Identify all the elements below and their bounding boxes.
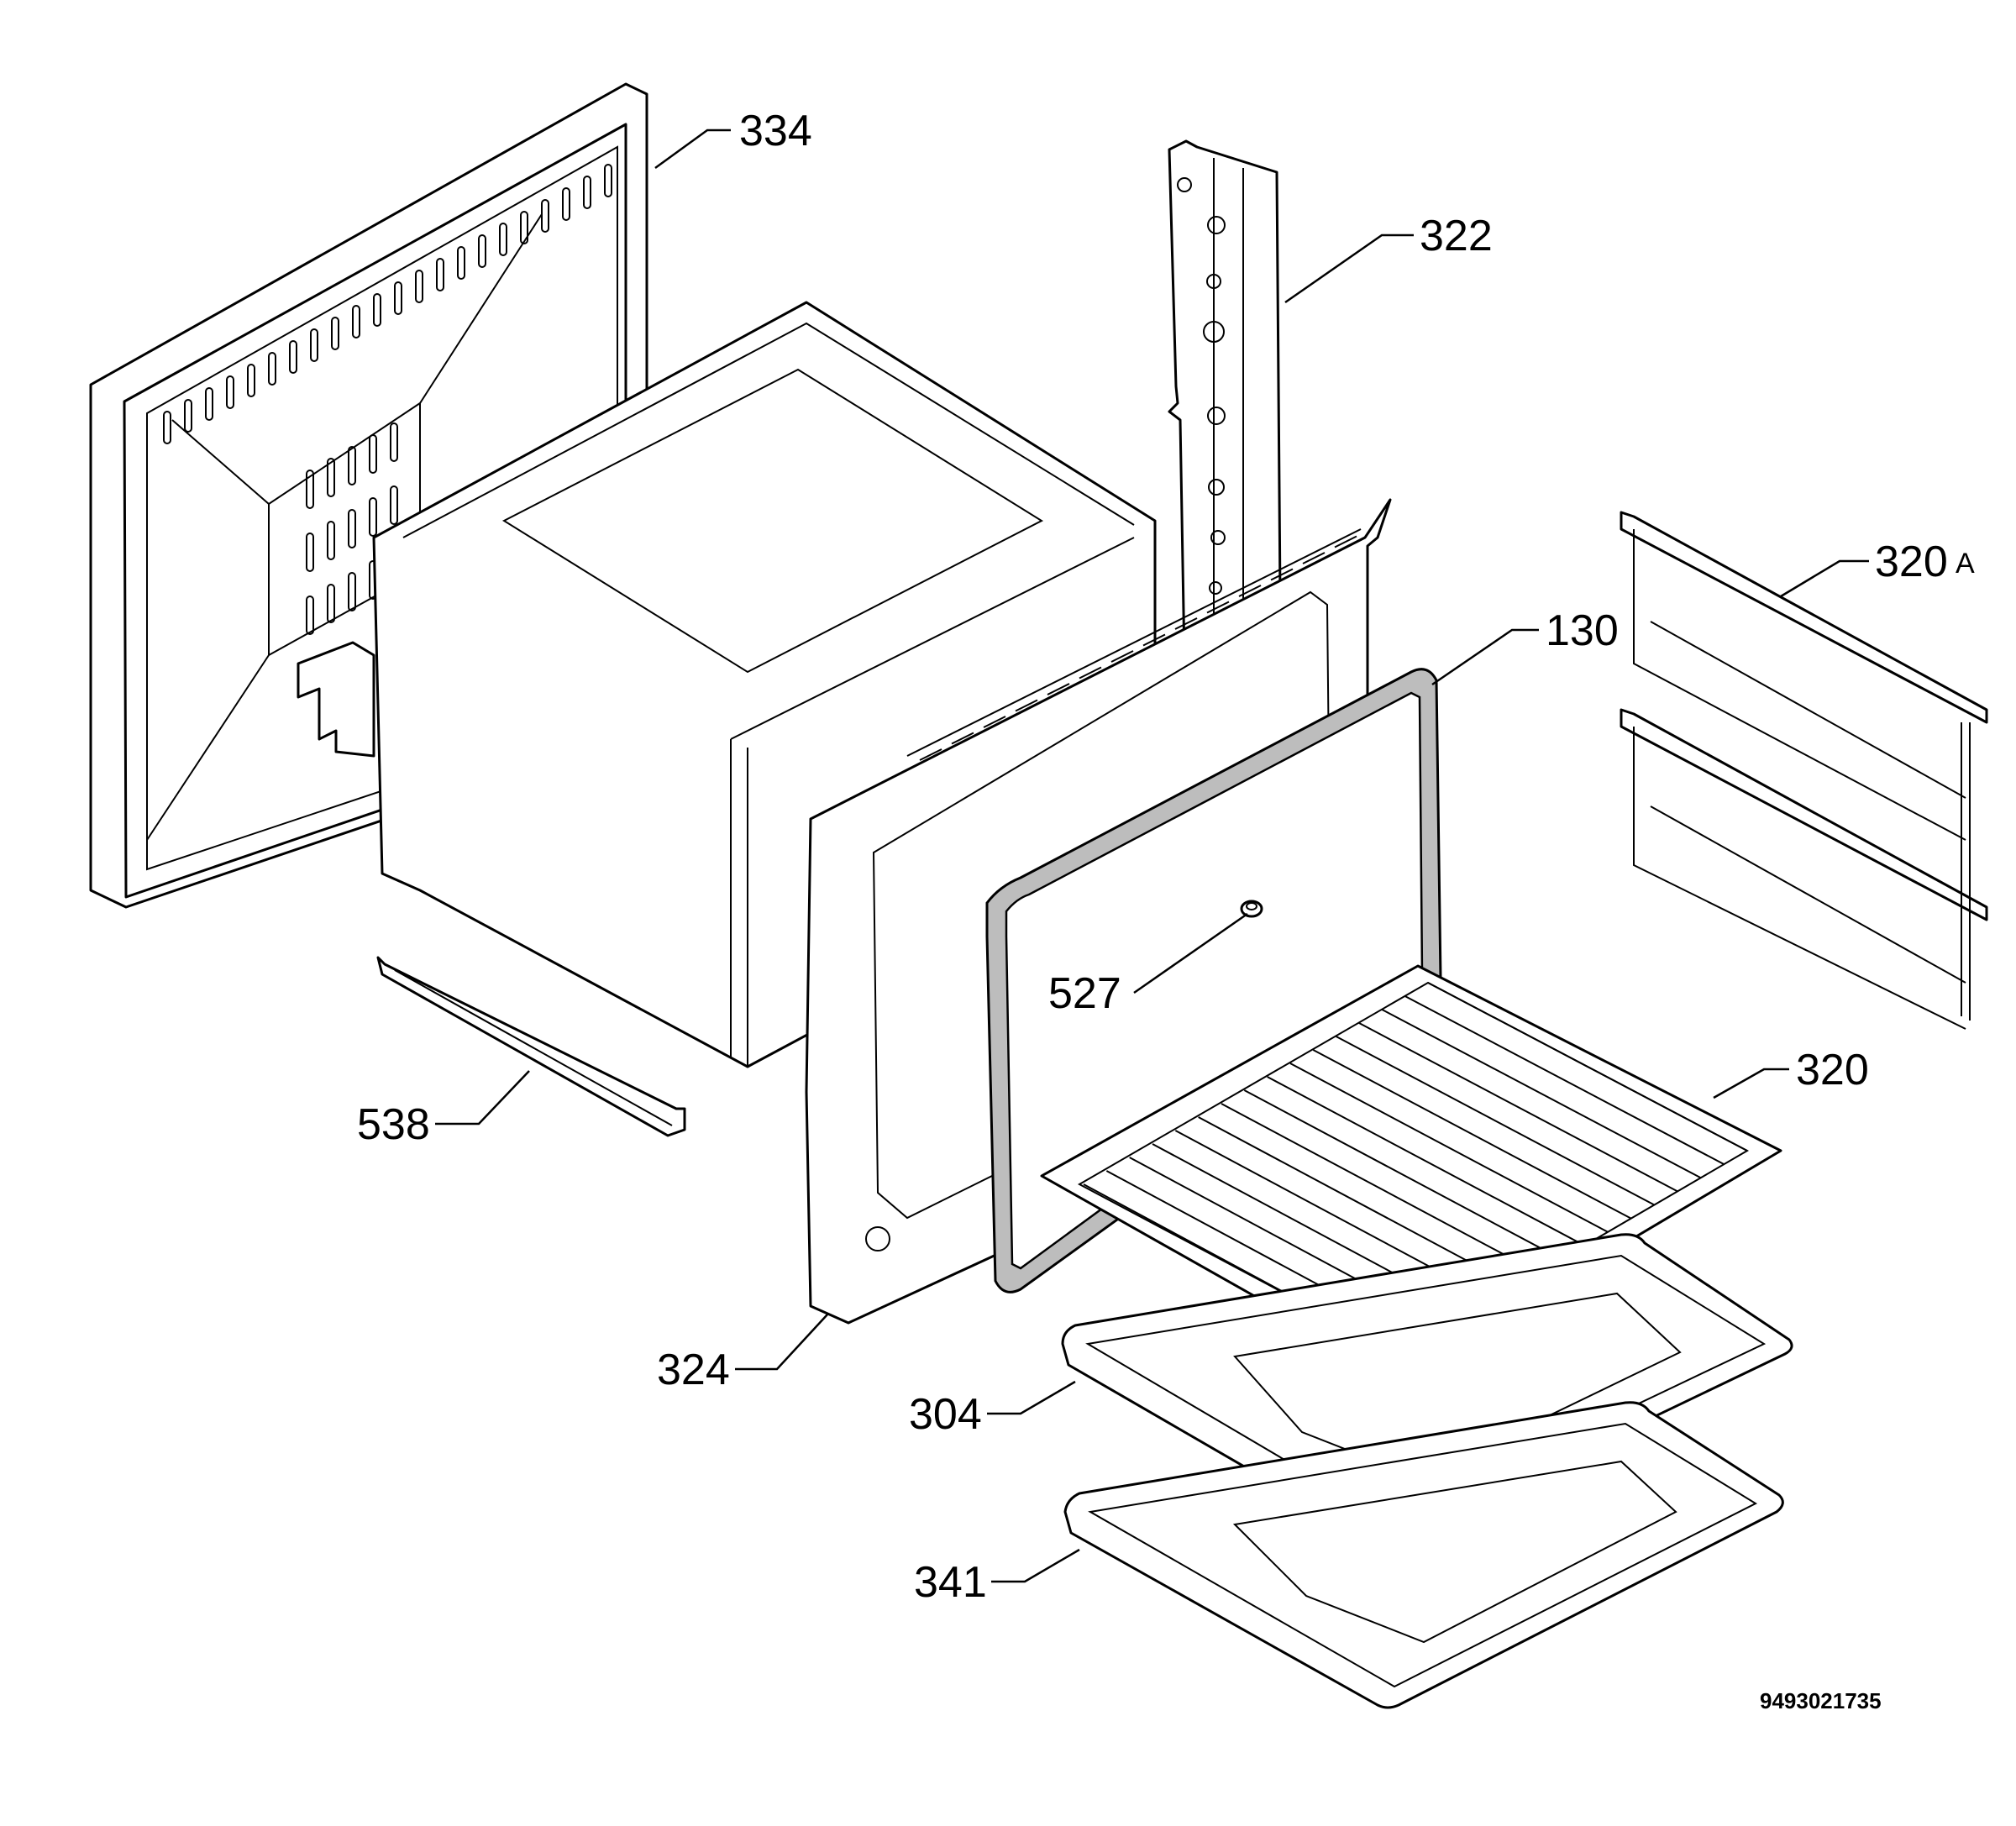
frame-slot bbox=[1047, 683, 1070, 695]
leader-538 bbox=[435, 1070, 530, 1126]
vent-slot bbox=[369, 434, 377, 474]
label-334: 334 bbox=[739, 107, 812, 155]
vent-slot bbox=[541, 199, 549, 233]
frame-slot bbox=[1238, 585, 1262, 597]
vent-slot bbox=[331, 317, 339, 350]
vent-slot bbox=[604, 164, 612, 197]
shelf-wire bbox=[1358, 1022, 1678, 1193]
vent-slot bbox=[306, 533, 314, 572]
part-538-strip bbox=[376, 956, 686, 1137]
vent-slot bbox=[394, 281, 402, 315]
shelf-wire bbox=[1289, 1063, 1609, 1233]
vent-slot bbox=[583, 176, 591, 209]
frame-slot bbox=[1334, 535, 1357, 548]
vent-slot bbox=[436, 258, 444, 291]
frame-slot bbox=[1142, 633, 1166, 647]
vent-slot bbox=[415, 270, 423, 303]
part-labels: 334 322 320 A 130 527 320 538 324 304 34… bbox=[357, 107, 1975, 1713]
vent-slot bbox=[352, 305, 360, 338]
label-538: 538 bbox=[357, 1100, 430, 1149]
leader-341 bbox=[991, 1548, 1080, 1583]
vent-slot bbox=[520, 211, 528, 244]
label-322: 322 bbox=[1420, 212, 1493, 260]
label-341: 341 bbox=[914, 1558, 987, 1607]
document-number: 9493021735 bbox=[1760, 1688, 1882, 1713]
frame-slot bbox=[983, 716, 1006, 728]
vent-slot bbox=[390, 422, 398, 462]
vent-slot bbox=[205, 387, 213, 421]
leader-lines bbox=[435, 129, 1869, 1583]
leader-324 bbox=[735, 1314, 828, 1371]
leader-334 bbox=[654, 129, 731, 170]
part-320a-side-rack bbox=[1620, 511, 1988, 1030]
shelf-wire bbox=[1221, 1103, 1539, 1274]
label-130: 130 bbox=[1546, 606, 1619, 655]
shelf-wire bbox=[1427, 982, 1748, 1152]
frame-slot bbox=[1270, 568, 1294, 581]
frame-slot bbox=[1206, 601, 1230, 614]
vent-slot bbox=[348, 509, 356, 548]
leader-130 bbox=[1431, 628, 1539, 686]
vent-slot bbox=[562, 187, 570, 221]
shelf-wire bbox=[1267, 1076, 1585, 1246]
frame-slot bbox=[1110, 650, 1134, 663]
vent-slot bbox=[306, 596, 314, 635]
shelf-wire bbox=[1243, 1089, 1562, 1260]
vent-slot bbox=[184, 399, 192, 433]
vent-slot bbox=[478, 234, 486, 268]
leader-320 bbox=[1713, 1068, 1789, 1099]
frame-slot bbox=[919, 748, 942, 761]
frame-slot bbox=[1079, 666, 1102, 680]
frame-slot bbox=[951, 732, 974, 745]
leader-304 bbox=[987, 1380, 1076, 1415]
vent-slot bbox=[247, 364, 255, 397]
vent-slot bbox=[226, 375, 234, 409]
label-324: 324 bbox=[657, 1346, 730, 1394]
vent-slot bbox=[310, 328, 318, 362]
leader-527 bbox=[1133, 912, 1248, 994]
vent-slot bbox=[369, 497, 377, 537]
frame-slot bbox=[1015, 699, 1038, 712]
leader-322 bbox=[1284, 233, 1414, 304]
shelf-wire bbox=[1198, 1116, 1515, 1288]
vent-slot bbox=[289, 340, 297, 374]
vent-slot bbox=[390, 485, 398, 525]
shelf-wire bbox=[1336, 1036, 1655, 1206]
leader-320a bbox=[1780, 559, 1869, 598]
part-341-tray bbox=[1063, 1401, 1784, 1709]
label-320: 320 bbox=[1796, 1046, 1869, 1094]
vent-slot bbox=[163, 411, 171, 444]
part-527-fitting bbox=[1240, 900, 1263, 918]
shelf-wire bbox=[1312, 1049, 1632, 1220]
vent-slot bbox=[348, 572, 356, 611]
frame-slot bbox=[1302, 552, 1326, 564]
vent-slot bbox=[306, 470, 314, 509]
vent-slot bbox=[327, 458, 335, 497]
label-320a: 320 bbox=[1875, 538, 1948, 586]
label-304: 304 bbox=[909, 1390, 982, 1439]
vent-slot bbox=[499, 223, 507, 256]
frame-slot bbox=[1174, 617, 1198, 630]
vent-slot bbox=[373, 293, 381, 327]
vent-slot bbox=[327, 584, 335, 623]
vent-slot bbox=[268, 352, 276, 386]
label-320a-suffix: A bbox=[1956, 548, 1975, 580]
shelf-wire bbox=[1404, 995, 1725, 1166]
shelf-wire bbox=[1381, 1009, 1702, 1179]
vent-slot bbox=[457, 246, 465, 280]
label-527: 527 bbox=[1048, 969, 1121, 1018]
vent-slot bbox=[348, 446, 356, 485]
vent-slot bbox=[327, 521, 335, 560]
